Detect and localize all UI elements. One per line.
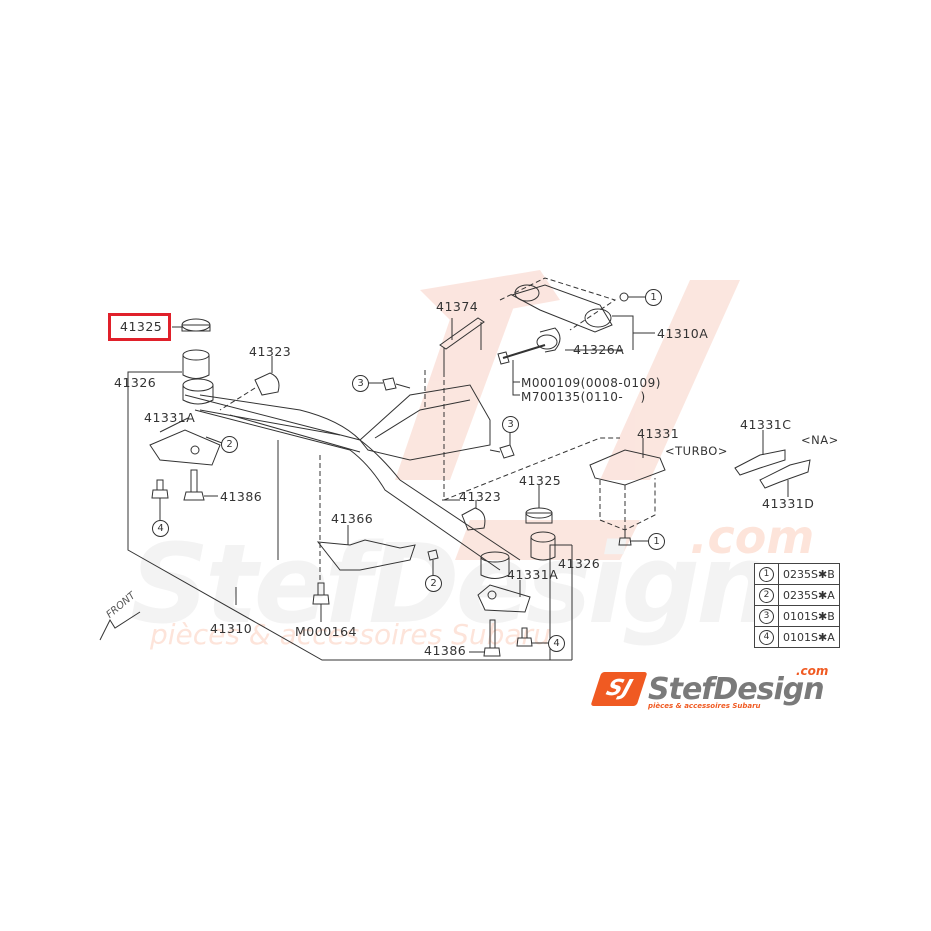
bracket-41366 <box>316 539 416 571</box>
bracket-41331D <box>759 459 811 489</box>
label-41386-right[interactable]: 41386 <box>424 643 467 658</box>
callout-2-left[interactable]: 2 <box>221 436 238 453</box>
label-41331A-right[interactable]: 41331A <box>507 567 559 582</box>
label-41366[interactable]: 41366 <box>331 511 374 526</box>
label-41325-right[interactable]: 41325 <box>519 473 562 488</box>
bolt-M000164 <box>312 594 330 605</box>
label-41310A[interactable]: 41310A <box>657 326 709 341</box>
bracket-41331C <box>734 449 786 476</box>
stay-41374 <box>439 317 485 350</box>
label-na: <NA> <box>801 433 839 447</box>
legend-num: 2 <box>759 588 774 603</box>
bolt-3-upper <box>382 377 397 391</box>
callout-4-right[interactable]: 4 <box>548 635 565 652</box>
cover-plate <box>359 384 491 461</box>
bolt-41386-right <box>483 647 501 657</box>
label-41331[interactable]: 41331 <box>637 426 680 441</box>
callout-3-lower[interactable]: 3 <box>502 416 519 433</box>
label-M000109[interactable]: M000109(0008-0109) <box>521 376 661 390</box>
bracket-41331A-left <box>149 429 221 466</box>
nut-1-lower <box>618 537 632 546</box>
stefdesign-logo: SJ StefDesign .com pièces & accessoires … <box>590 664 846 712</box>
label-41331D[interactable]: 41331D <box>762 496 815 511</box>
callout-2-center[interactable]: 2 <box>425 575 442 592</box>
callout-3-upper[interactable]: 3 <box>352 375 369 392</box>
watermark-domain: .com <box>690 510 815 564</box>
label-41331C[interactable]: 41331C <box>740 417 792 432</box>
bolt-M000109 <box>497 351 510 365</box>
bracket-41331-turbo <box>589 449 666 486</box>
bolt-4-right <box>516 637 533 647</box>
legend-code: 0235S✱B <box>778 563 840 585</box>
legend-row: 2 0235S✱A <box>754 584 840 606</box>
mount-41323-right <box>461 507 486 531</box>
watermark-shape <box>455 520 640 560</box>
legend-num: 3 <box>759 609 774 624</box>
nut-1-upper <box>619 292 629 302</box>
logo-tagline: pièces & accessoires Subaru <box>648 702 761 710</box>
bracket-41331A-right <box>477 584 531 613</box>
legend-row: 3 0101S✱B <box>754 605 840 627</box>
label-M700135[interactable]: M700135(0110- ) <box>521 390 646 404</box>
callout-4-left[interactable]: 4 <box>152 520 169 537</box>
label-41326-right[interactable]: 41326 <box>558 556 601 571</box>
label-41323-left[interactable]: 41323 <box>249 344 292 359</box>
nut-2-center <box>427 549 439 561</box>
watermark-tagline: pièces & accessoires Subaru <box>150 618 551 651</box>
highlight-box-41325 <box>108 313 171 341</box>
bolt-3-lower <box>499 444 515 459</box>
bolt-41386-left <box>183 491 205 501</box>
legend-row: 4 0101S✱A <box>754 626 840 648</box>
label-41374[interactable]: 41374 <box>436 299 479 314</box>
label-41326A[interactable]: 41326A <box>573 342 625 357</box>
bolt-4-left <box>151 489 169 499</box>
logo-brand: StefDesign <box>648 672 825 707</box>
watermark-brand: StefDesign <box>130 520 774 648</box>
label-41386-left[interactable]: 41386 <box>220 489 263 504</box>
member-41310A <box>510 284 613 333</box>
bushing-41326-right <box>530 531 556 543</box>
callout-1-lower[interactable]: 1 <box>648 533 665 550</box>
label-41310[interactable]: 41310 <box>210 621 253 636</box>
legend-num: 1 <box>759 567 774 582</box>
logo-mark: SJ <box>590 672 648 706</box>
label-41331A-left[interactable]: 41331A <box>144 410 196 425</box>
callout-1-upper[interactable]: 1 <box>645 289 662 306</box>
fastener-legend-table: 1 0235S✱B 2 0235S✱A 3 0101S✱B 4 0101S✱A <box>754 563 840 648</box>
logo-domain: .com <box>796 664 829 678</box>
label-turbo: <TURBO> <box>665 444 728 458</box>
watermark-shape <box>600 280 740 480</box>
legend-code: 0101S✱A <box>778 626 840 648</box>
label-M000164[interactable]: M000164 <box>295 624 358 639</box>
label-41326-left[interactable]: 41326 <box>114 375 157 390</box>
legend-row: 1 0235S✱B <box>754 563 840 585</box>
legend-num: 4 <box>759 630 774 645</box>
mount-41323-left <box>254 372 280 396</box>
legend-code: 0101S✱B <box>778 605 840 627</box>
front-arrow <box>99 611 141 641</box>
label-41325-left[interactable]: 41325 <box>120 319 163 334</box>
label-41323-right[interactable]: 41323 <box>459 489 502 504</box>
bushing-41326A <box>536 334 558 350</box>
watermark-shape <box>395 290 520 480</box>
bushing-41326-left <box>182 349 210 361</box>
legend-code: 0235S✱A <box>778 584 840 606</box>
